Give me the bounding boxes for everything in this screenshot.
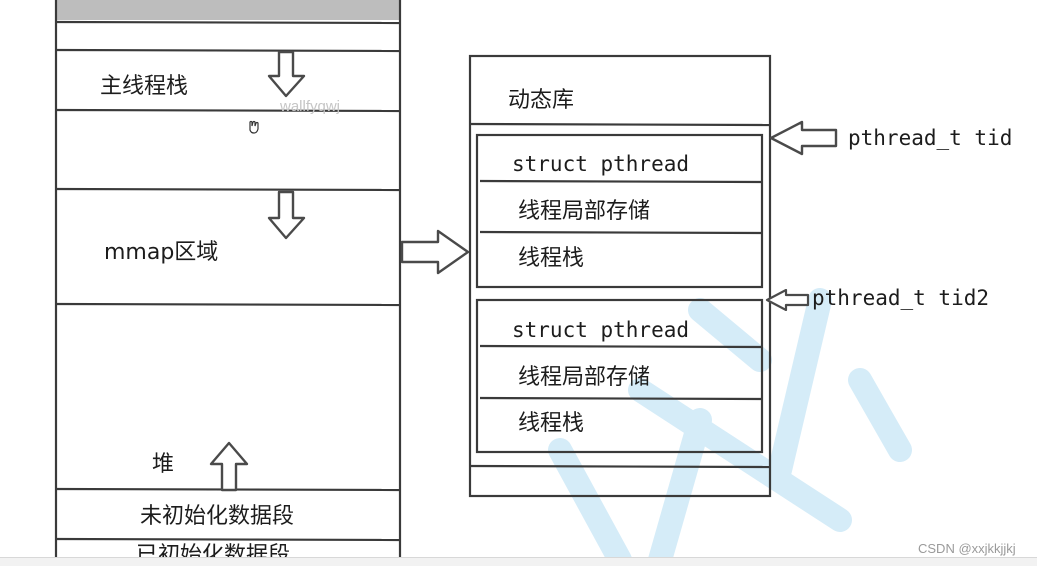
- csdn-credit: CSDN @xxjkkjjkj: [918, 541, 1016, 556]
- thread-stack-label: 线程栈: [518, 411, 585, 436]
- bss-segment-label: 未初始化数据段: [140, 504, 295, 529]
- thread-local-storage-label: 线程局部存储: [518, 199, 651, 224]
- mmap-growth-down-arrow-icon: [267, 190, 306, 240]
- heap-growth-up-arrow-icon: [209, 441, 249, 492]
- mmap-expand-right-arrow-icon: [400, 229, 470, 275]
- main-thread-stack-label: 主线程栈: [100, 74, 189, 99]
- viewer-status-bar: [0, 557, 1037, 566]
- tid-pointer-label: pthread_t tid: [848, 126, 1013, 150]
- thread-local-storage-label: 线程局部存储: [518, 365, 651, 390]
- heap-label: 堆: [152, 452, 175, 477]
- dynamic-library-label: 动态库: [508, 88, 575, 113]
- tid2-pointer-label: pthread_t tid2: [812, 286, 990, 310]
- tid2-pointer-left-arrow-icon: [765, 289, 810, 311]
- tid-pointer-left-arrow-icon: [769, 120, 838, 156]
- mmap-region-label: mmap区域: [104, 240, 219, 265]
- thread-stack-label: 线程栈: [518, 246, 585, 271]
- stack-growth-down-arrow-icon: [267, 50, 306, 98]
- struct-pthread-label: struct pthread: [512, 318, 690, 342]
- cursor-hand-icon: [249, 120, 259, 134]
- struct-pthread-label: struct pthread: [512, 152, 690, 176]
- watermark-overlay-text: wallfyqwj: [280, 98, 341, 115]
